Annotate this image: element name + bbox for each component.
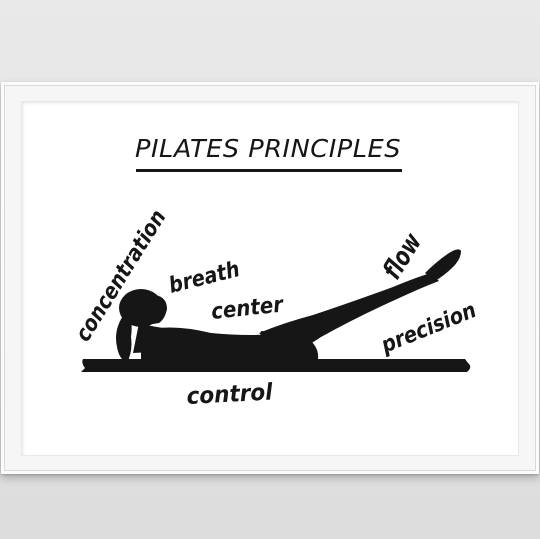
- principle-flow: flow: [377, 227, 428, 284]
- picture-frame: PILATES PRINCIPLES concentration breath …: [1, 82, 539, 474]
- poster-artwork: PILATES PRINCIPLES concentration breath …: [71, 134, 480, 410]
- title-underline: [136, 169, 402, 172]
- principle-breath: breath: [166, 257, 242, 299]
- principle-center: center: [210, 292, 285, 324]
- poster-paper: PILATES PRINCIPLES concentration breath …: [21, 101, 519, 456]
- poster-title: PILATES PRINCIPLES: [135, 134, 401, 163]
- principle-precision: precision: [377, 298, 480, 359]
- pilates-figure-silhouette: [116, 249, 461, 363]
- principle-control: control: [186, 379, 274, 410]
